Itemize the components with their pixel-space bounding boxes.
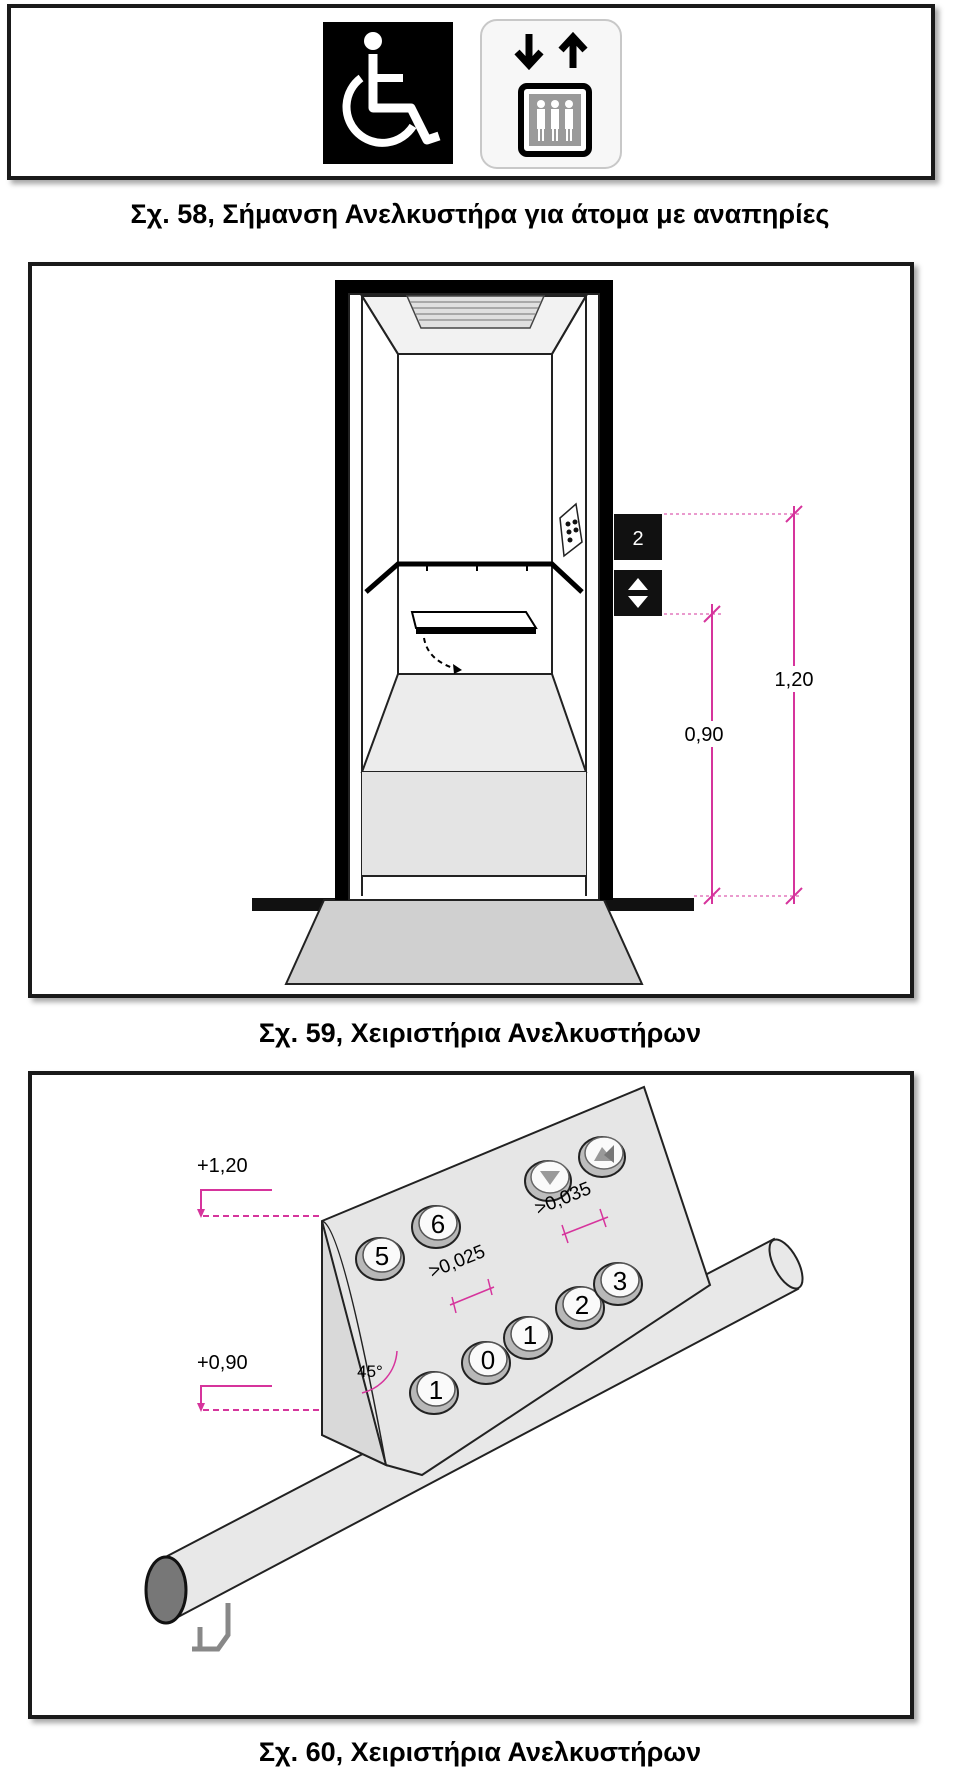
figure-58-caption: Σχ. 58, Σήμανση Ανελκυστήρα για άτομα με… bbox=[130, 199, 830, 229]
dimension-lower-label: 0,90 bbox=[685, 724, 724, 746]
level-upper-label: +1,20 bbox=[197, 1155, 248, 1177]
dimension-upper-label: 1,20 bbox=[775, 669, 814, 691]
svg-text:2: 2 bbox=[575, 1290, 589, 1320]
button-5: 5 bbox=[355, 1237, 405, 1281]
figure-59-drawing: 2 0,90 1,20 bbox=[252, 280, 818, 985]
svg-text:5: 5 bbox=[375, 1241, 389, 1271]
svg-text:3: 3 bbox=[613, 1266, 627, 1296]
svg-text:6: 6 bbox=[431, 1209, 445, 1239]
figure-60-frame: 45° +1,20 +0,90 5 bbox=[28, 1071, 914, 1719]
arrow-up-button-icon bbox=[578, 1136, 626, 1178]
button-3: 3 bbox=[593, 1262, 643, 1306]
elevator-icon bbox=[480, 19, 622, 169]
braille-icon bbox=[559, 502, 583, 558]
button-6: 6 bbox=[411, 1205, 461, 1249]
level-lower-label: +0,90 bbox=[197, 1352, 248, 1374]
figure-58-frame bbox=[7, 4, 935, 180]
button-1-right: 1 bbox=[503, 1316, 553, 1360]
entrance-ramp bbox=[284, 899, 644, 985]
figure-58-drawing bbox=[323, 19, 622, 169]
floor-indicator-label: 2 bbox=[632, 528, 643, 550]
floor-indicator-display: 2 bbox=[614, 514, 662, 560]
dimension-lines bbox=[664, 505, 803, 905]
elevator-door-frame bbox=[335, 280, 613, 901]
spacing-dimensions bbox=[449, 1208, 609, 1314]
figure-59-caption: Σχ. 59, Χειριστήρια Ανελκυστήρων bbox=[258, 1018, 702, 1048]
svg-text:1: 1 bbox=[523, 1320, 537, 1350]
button-1-left: 1 bbox=[409, 1371, 459, 1415]
svg-text:0: 0 bbox=[481, 1345, 495, 1375]
angle-label: 45° bbox=[357, 1362, 383, 1381]
arrow-down-button-icon bbox=[524, 1160, 572, 1202]
button-2: 2 bbox=[555, 1286, 605, 1330]
figure-60-caption: Σχ. 60, Χειριστήρια Ανελκυστήρων bbox=[258, 1737, 702, 1767]
figure-60-drawing: 45° +1,20 +0,90 5 bbox=[144, 1085, 804, 1652]
figure-59-frame: 2 0,90 1,20 bbox=[28, 262, 914, 998]
button-0: 0 bbox=[461, 1341, 511, 1385]
wheelchair-icon bbox=[323, 22, 453, 164]
up-down-arrows-icon bbox=[614, 570, 662, 616]
level-indicators bbox=[200, 1189, 322, 1411]
svg-text:1: 1 bbox=[429, 1375, 443, 1405]
